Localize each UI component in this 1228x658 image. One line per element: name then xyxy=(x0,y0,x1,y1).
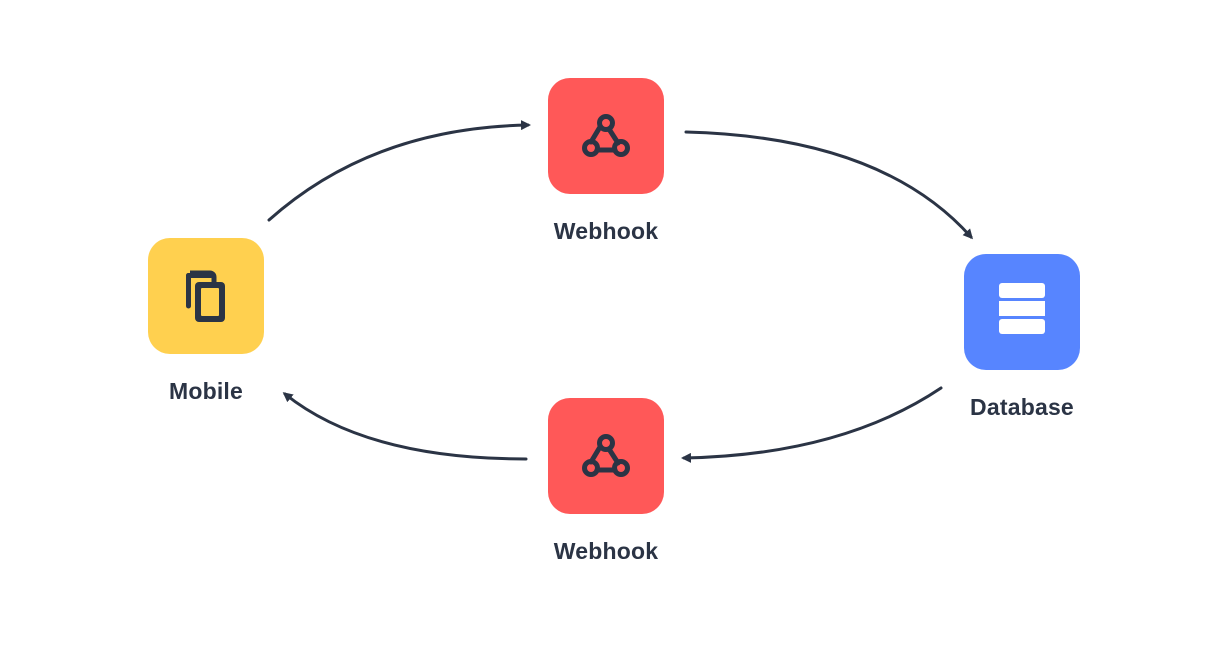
webhook-icon xyxy=(582,114,630,157)
webhook-node-bottom xyxy=(548,398,664,514)
mobile-node xyxy=(148,238,264,354)
database-icon xyxy=(999,283,1045,334)
webhook-icon xyxy=(582,434,630,477)
arrow-database-to-webhook-bottom xyxy=(681,386,943,463)
mobile-devices-icon xyxy=(183,270,225,322)
webhook-node-top xyxy=(548,78,664,194)
arrow-webhook-bottom-to-mobile xyxy=(282,392,528,461)
webhook-top-label: Webhook xyxy=(553,218,659,244)
webhook-bottom-label: Webhook xyxy=(553,538,659,564)
arrow-mobile-to-webhook-top xyxy=(267,120,531,222)
database-node xyxy=(964,254,1080,370)
mobile-label: Mobile xyxy=(168,378,244,404)
database-label: Database xyxy=(970,394,1074,420)
arrow-webhook-top-to-database xyxy=(684,130,973,240)
